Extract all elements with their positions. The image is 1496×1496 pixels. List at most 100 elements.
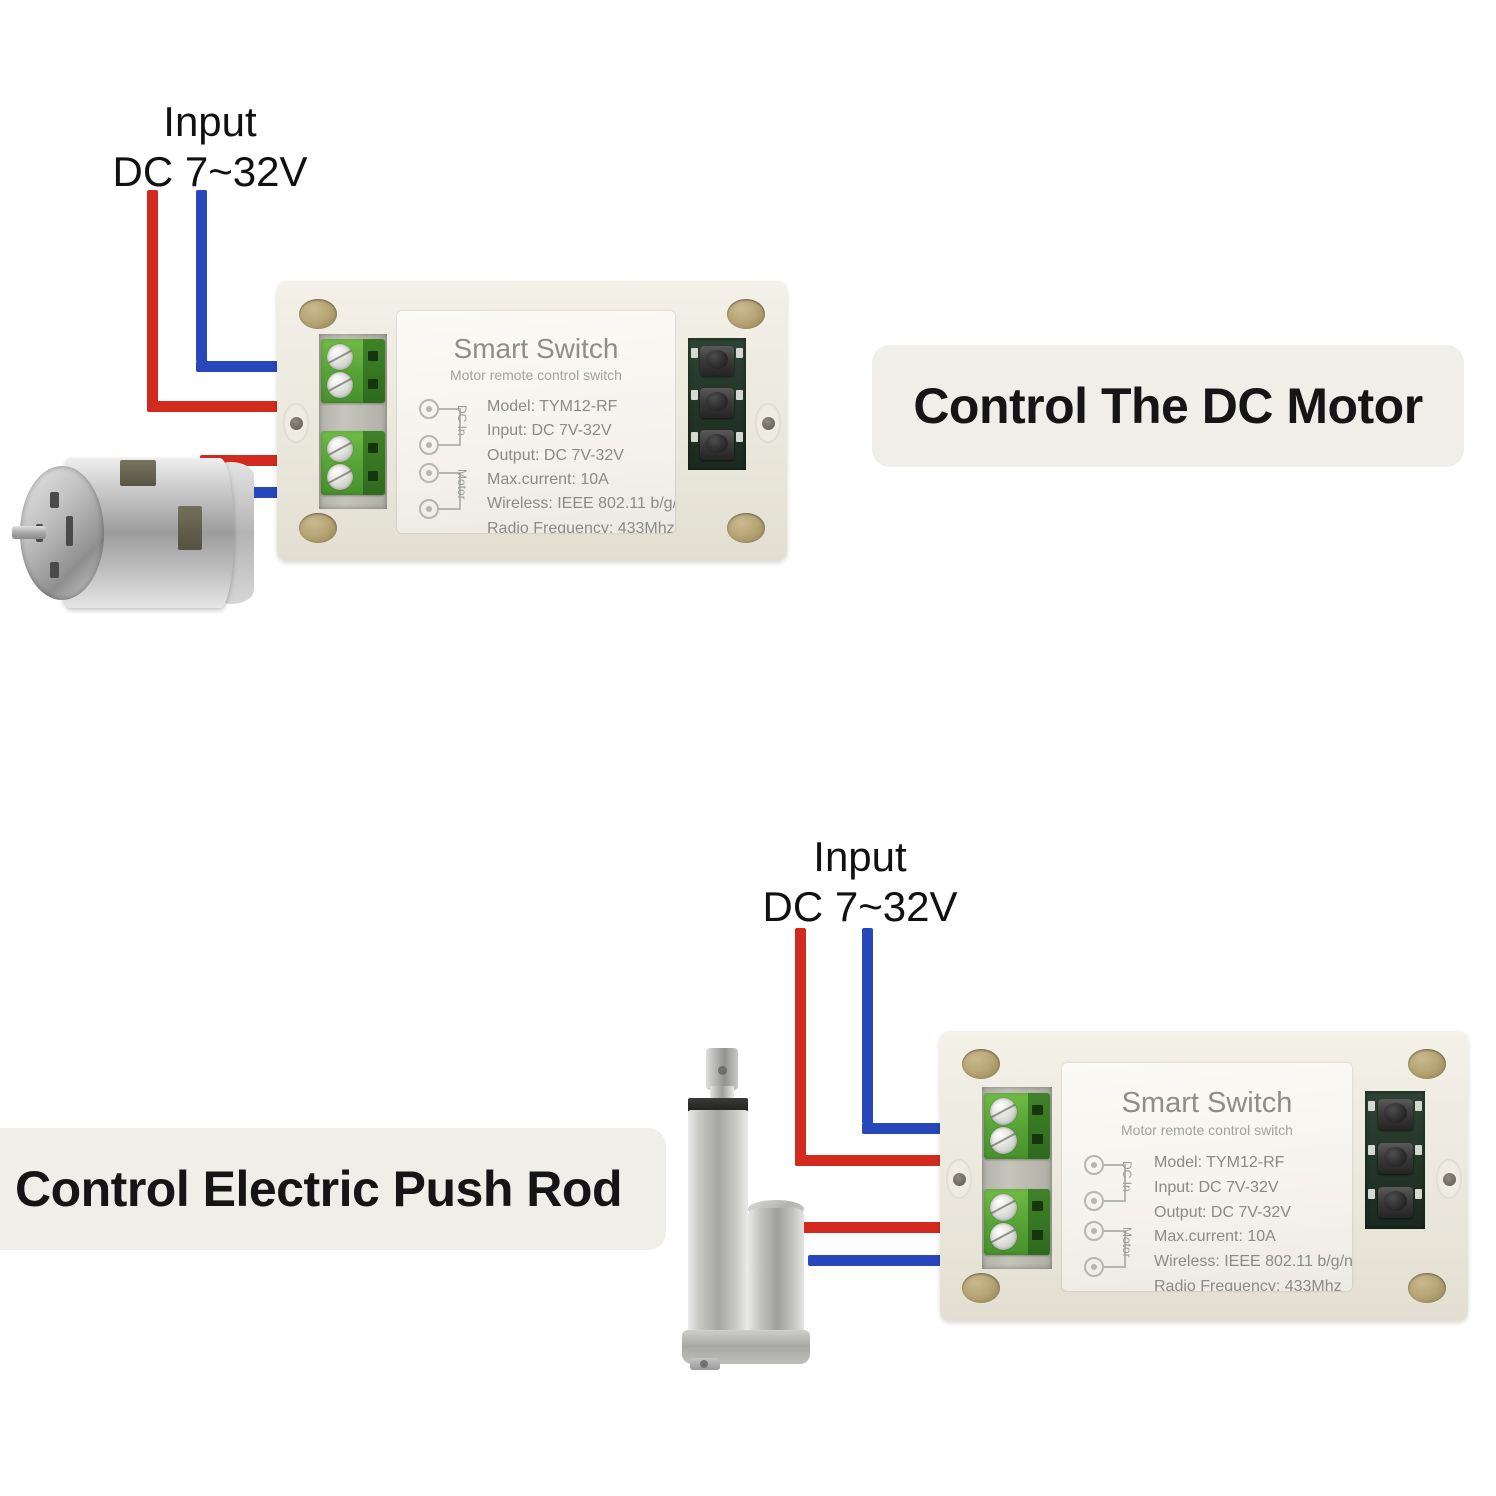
side-nub-left <box>946 1159 972 1199</box>
spec-current: Max.current: 10A <box>487 470 609 488</box>
terminal-screw[interactable] <box>990 1098 1017 1125</box>
device-title: Smart Switch <box>1121 1087 1293 1119</box>
terminal-block-motor[interactable] <box>321 431 385 495</box>
pcb-pad <box>1368 1101 1375 1111</box>
push-button-1[interactable] <box>700 346 734 376</box>
input-label-top-line2: DC 7~32V <box>112 147 308 195</box>
terminal-bracket <box>1104 1164 1126 1202</box>
device-subtitle: Motor remote control switch <box>450 367 622 383</box>
electric-push-rod <box>668 1048 868 1370</box>
motor-tape-top <box>120 460 156 486</box>
terminal-ring-icon <box>419 399 439 419</box>
push-rod-foot-hole <box>700 1360 708 1368</box>
pcb-pad <box>736 390 743 400</box>
motor-wire-blue-top <box>215 487 325 498</box>
spec-current: Max.current: 10A <box>1154 1228 1276 1246</box>
terminal-screw[interactable] <box>327 372 353 398</box>
device-spec-list-top: Model: TYM12-RF Input: DC 7V-32V Output:… <box>487 395 675 533</box>
mounting-hole <box>962 1273 1000 1303</box>
smart-switch-device-bottom[interactable]: Smart Switch Motor remote control switch… <box>940 1031 1468 1321</box>
push-rod-clevis-hole <box>718 1066 727 1075</box>
push-button-1[interactable] <box>1378 1099 1413 1130</box>
input-wire-red-horizontal-bottom <box>795 1155 995 1166</box>
input-label-bottom-line1: Input <box>813 833 907 880</box>
terminal-screw[interactable] <box>327 436 353 462</box>
push-button-3[interactable] <box>1378 1187 1413 1218</box>
terminal-block-motor[interactable] <box>984 1189 1050 1255</box>
input-wire-red-horizontal-top <box>147 401 322 412</box>
device-label-panel-bottom: Smart Switch Motor remote control switch… <box>1062 1063 1352 1291</box>
motor-wire-red-top <box>200 455 325 466</box>
input-wire-red-vertical-bottom <box>795 928 806 1166</box>
push-rod-motor <box>748 1208 804 1340</box>
pcb-pad <box>1368 1145 1375 1155</box>
push-rod-wire-blue <box>808 1255 998 1266</box>
side-nub-right <box>755 403 781 443</box>
terminal-ring-icon <box>419 463 439 483</box>
motor-label: Motor <box>455 469 469 500</box>
side-nub-right <box>1436 1159 1462 1199</box>
motor-label: Motor <box>1120 1227 1134 1258</box>
terminal-screw[interactable] <box>990 1194 1017 1221</box>
input-wire-blue-vertical-bottom <box>862 928 873 1124</box>
mounting-hole <box>1408 1273 1446 1303</box>
terminal-ring-icon <box>1084 1221 1104 1241</box>
terminal-screw[interactable] <box>990 1223 1017 1250</box>
spec-frequency: Radio Frequency: 433Mhz <box>487 519 675 533</box>
pcb-pad <box>736 348 743 358</box>
input-wire-blue-vertical-top <box>196 190 207 362</box>
mounting-hole <box>299 513 337 543</box>
device-title: Smart Switch <box>453 333 619 364</box>
mounting-hole <box>1408 1049 1446 1079</box>
pcb-pad <box>691 348 698 358</box>
spec-wireless: Wireless: IEEE 802.11 b/g/n <box>1154 1253 1352 1271</box>
terminal-ring-icon <box>1084 1257 1104 1277</box>
push-button-3[interactable] <box>700 430 734 460</box>
input-label-top: Input DC 7~32V <box>80 97 340 196</box>
mounting-hole <box>727 299 765 329</box>
spec-input: Input: DC 7V-32V <box>487 422 612 440</box>
spec-wireless: Wireless: IEEE 802.11 b/g/n <box>487 495 675 513</box>
pcb-button-board <box>688 338 746 470</box>
pcb-pad <box>1368 1189 1375 1199</box>
input-label-bottom-line2: DC 7~32V <box>762 882 958 930</box>
spec-input: Input: DC 7V-32V <box>1154 1178 1279 1196</box>
terminal-ring-icon <box>419 499 439 519</box>
spec-model: Model: TYM12-RF <box>1154 1154 1285 1171</box>
push-rod-wire-red <box>800 1222 998 1233</box>
pcb-pad <box>1415 1189 1422 1199</box>
side-nub-left <box>283 403 309 443</box>
input-wire-red-vertical-top <box>147 190 158 412</box>
terminal-screw[interactable] <box>990 1127 1017 1154</box>
terminal-block-dc-in[interactable] <box>984 1093 1050 1159</box>
terminal-screw[interactable] <box>327 464 353 490</box>
pcb-pad <box>691 390 698 400</box>
mounting-hole <box>299 299 337 329</box>
dc-in-label: DC In <box>1120 1161 1134 1192</box>
device-subtitle: Motor remote control switch <box>1121 1122 1293 1138</box>
input-label-bottom: Input DC 7~32V <box>730 832 990 931</box>
banner-control-dc-motor: Control The DC Motor <box>872 345 1464 467</box>
terminal-block-body <box>363 339 385 403</box>
push-button-2[interactable] <box>700 388 734 418</box>
push-button-2[interactable] <box>1378 1143 1413 1174</box>
pcb-pad <box>1415 1101 1422 1111</box>
input-label-top-line1: Input <box>163 98 257 145</box>
smart-switch-device-top[interactable]: Smart Switch Motor remote control switch… <box>277 281 787 561</box>
pcb-button-board <box>1365 1091 1425 1229</box>
spec-model: Model: TYM12-RF <box>487 398 618 415</box>
pcb-pad <box>1415 1145 1422 1155</box>
dc-in-label: DC In <box>455 405 469 436</box>
terminal-block-body <box>1027 1093 1050 1159</box>
motor-vent <box>50 562 59 578</box>
device-label-panel-top: Smart Switch Motor remote control switch… <box>397 311 675 533</box>
terminal-bracket <box>1104 1230 1126 1268</box>
spec-frequency: Radio Frequency: 433Mhz <box>1154 1277 1342 1291</box>
terminal-screw[interactable] <box>327 344 353 370</box>
motor-shaft <box>12 526 46 539</box>
terminal-block-dc-in[interactable] <box>321 339 385 403</box>
terminal-block-body <box>1027 1189 1050 1255</box>
push-rod-tube <box>688 1110 748 1340</box>
mounting-hole <box>727 513 765 543</box>
terminal-bracket <box>439 408 461 446</box>
